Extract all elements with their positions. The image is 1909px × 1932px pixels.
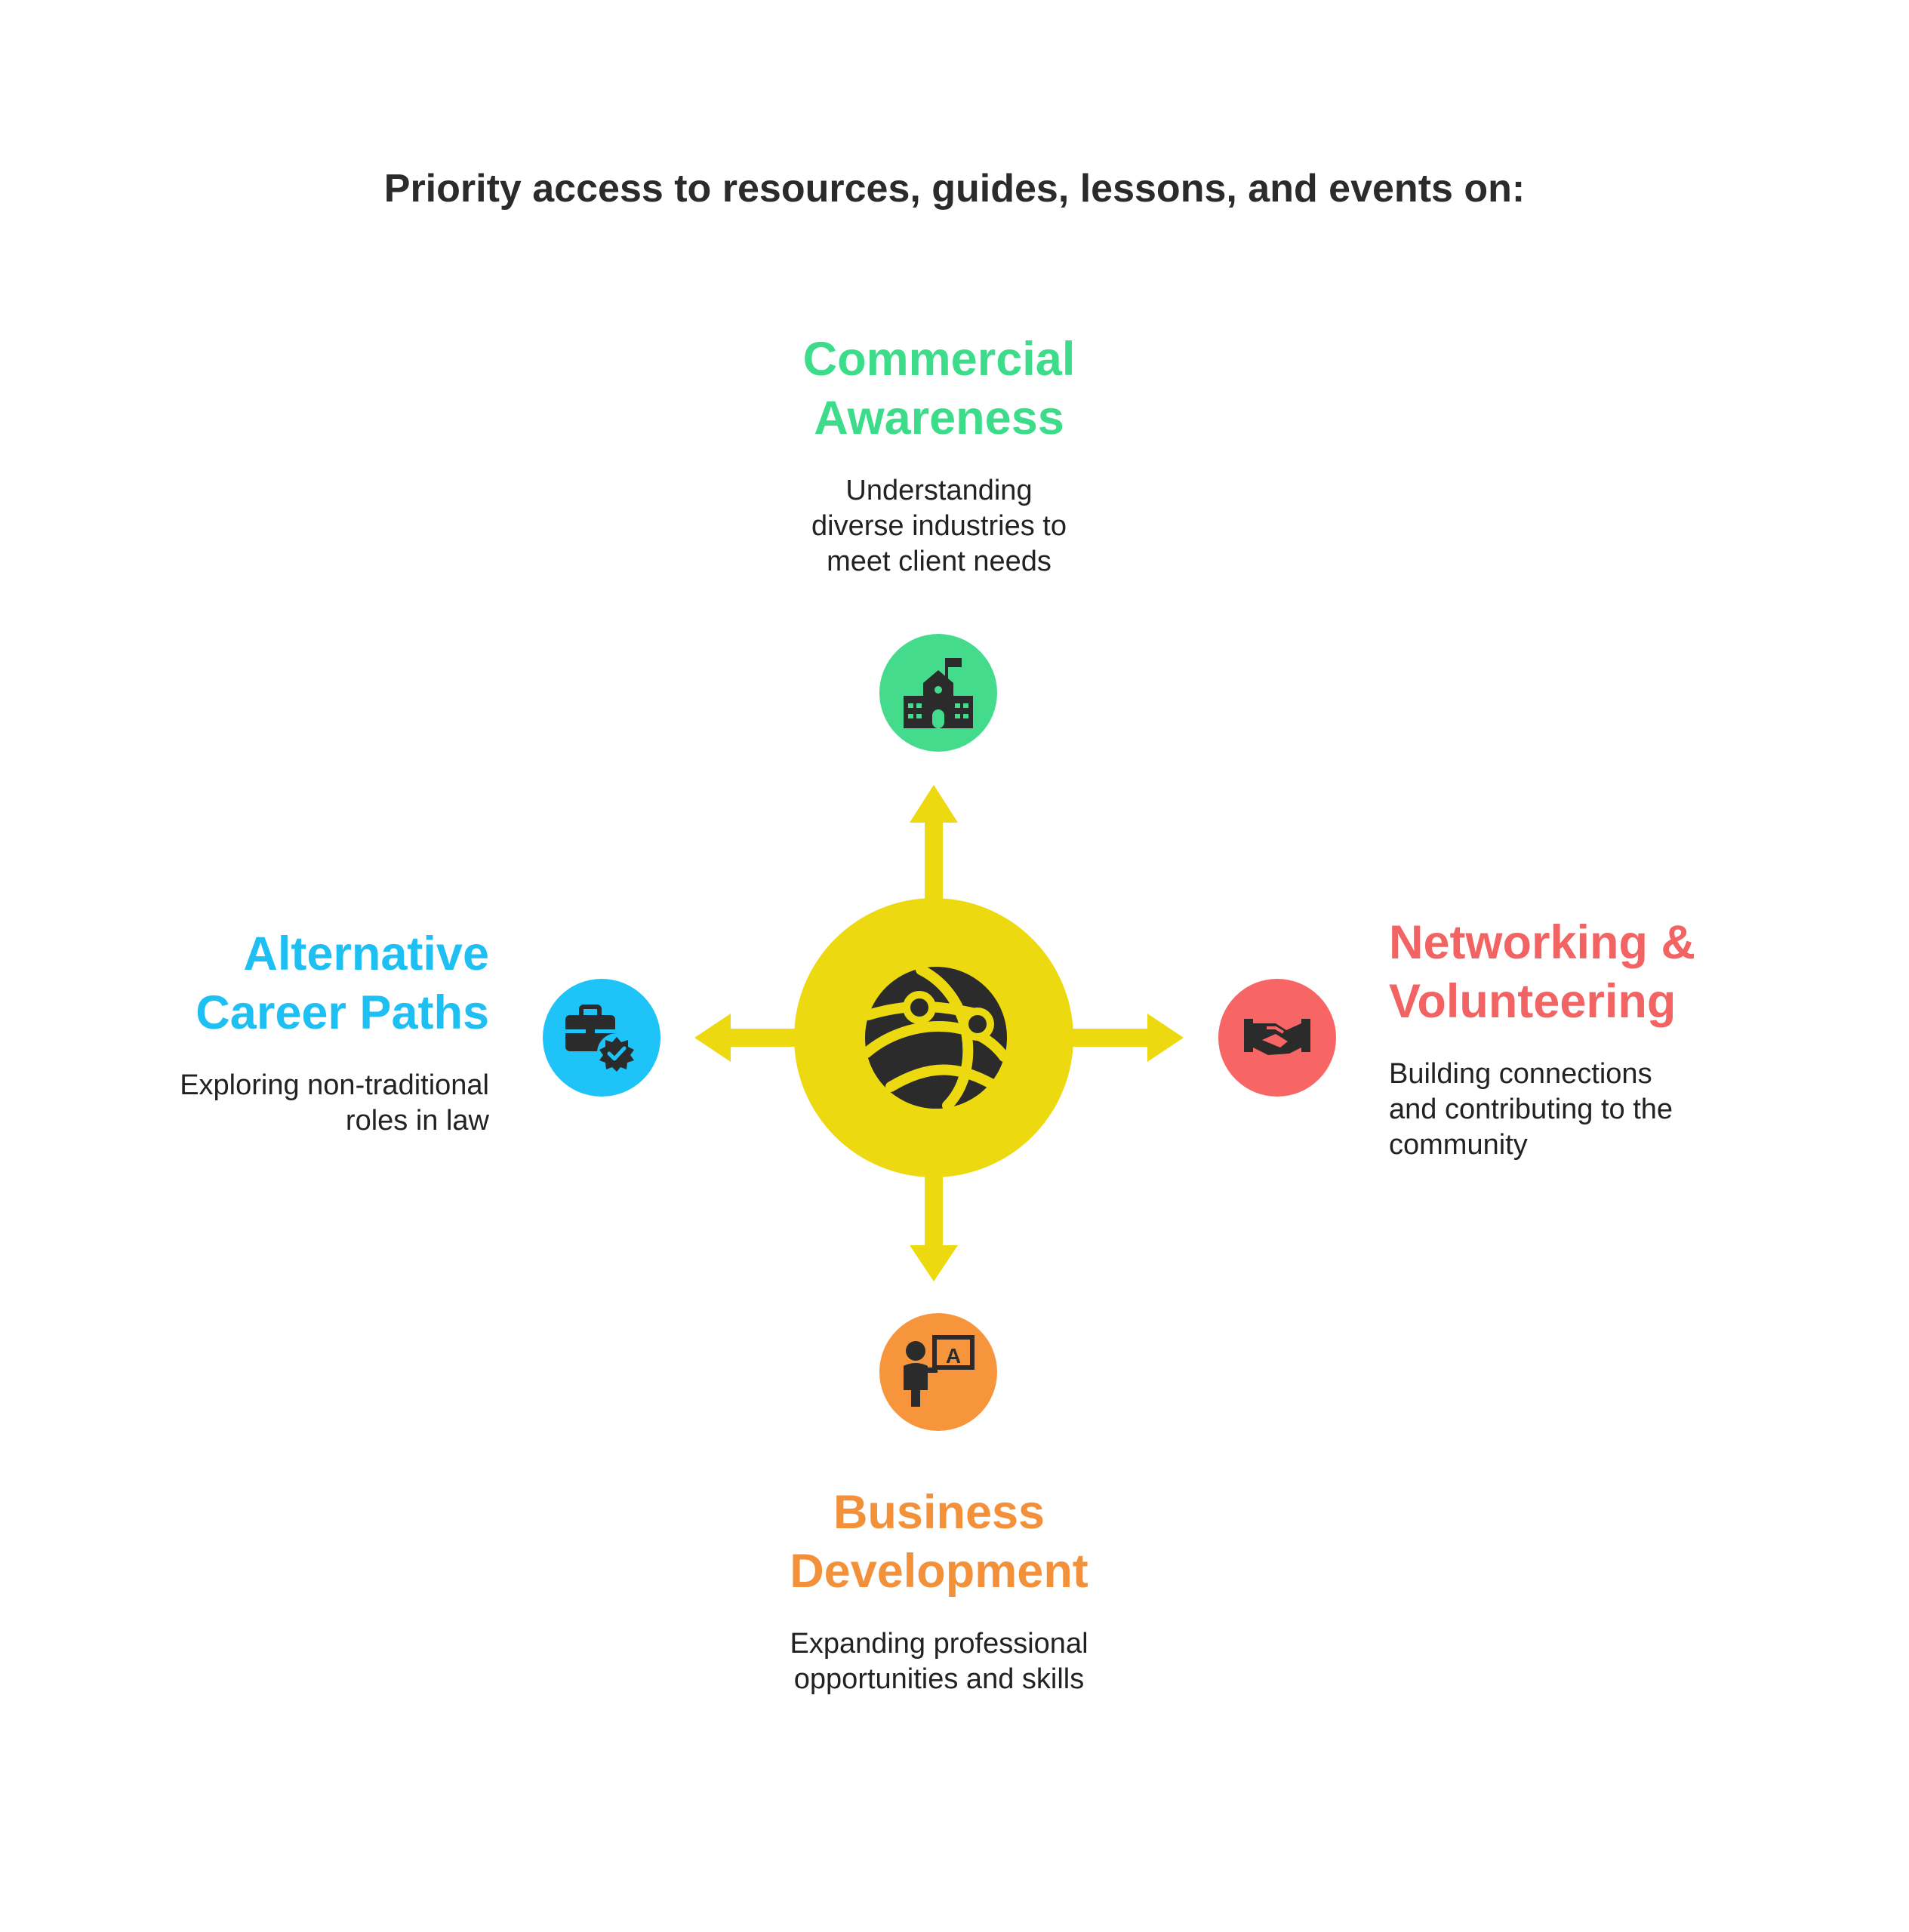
node-heading: Alternative Career Paths xyxy=(106,924,489,1042)
heading-line: Volunteering xyxy=(1389,975,1677,1028)
description-line: Building connections xyxy=(1389,1058,1652,1090)
globe-network-icon xyxy=(861,964,1009,1111)
description-line: Expanding professional xyxy=(790,1628,1088,1660)
heading-line: Business xyxy=(833,1486,1045,1539)
node-alternative-career-paths: Alternative Career Paths Exploring non-t… xyxy=(106,924,489,1139)
teacher-whiteboard-icon: A xyxy=(904,1335,975,1407)
description-line: Understanding xyxy=(845,475,1033,506)
heading-line: Awareness xyxy=(814,392,1064,445)
node-heading: Commercial Awareness xyxy=(728,330,1150,448)
node-description: Building connections and contributing to… xyxy=(1389,1057,1812,1163)
description-line: Exploring non-traditional xyxy=(180,1069,489,1101)
heading-line: Career Paths xyxy=(196,986,489,1039)
heading-line: Commercial xyxy=(802,333,1076,386)
description-line: community xyxy=(1389,1129,1528,1161)
node-bottom-circle xyxy=(879,1313,997,1431)
node-commercial-awareness: Commercial Awareness Understanding diver… xyxy=(728,330,1150,580)
node-heading: Networking & Volunteering xyxy=(1389,913,1812,1031)
school-building-icon xyxy=(904,658,973,728)
arrow-right xyxy=(1064,1014,1184,1062)
briefcase-badge-icon xyxy=(565,1004,636,1072)
node-description: Expanding professional opportunities and… xyxy=(728,1626,1150,1697)
heading-line: Networking & xyxy=(1389,916,1696,969)
arrow-down xyxy=(910,1162,958,1281)
description-line: roles in law xyxy=(345,1105,489,1137)
node-description: Understanding diverse industries to meet… xyxy=(728,473,1150,580)
node-business-development: Business Development Expanding professio… xyxy=(728,1483,1150,1697)
page-title: Priority access to resources, guides, le… xyxy=(383,167,1526,211)
description-line: diverse industries to xyxy=(811,510,1067,542)
heading-line: Alternative xyxy=(243,928,489,980)
node-description: Exploring non-traditional roles in law xyxy=(106,1068,489,1139)
heading-line: Development xyxy=(790,1545,1088,1598)
node-networking-volunteering: Networking & Volunteering Building conne… xyxy=(1389,913,1812,1163)
description-line: meet client needs xyxy=(827,546,1051,577)
handshake-icon xyxy=(1244,1019,1310,1055)
node-heading: Business Development xyxy=(728,1483,1150,1601)
description-line: opportunities and skills xyxy=(793,1663,1085,1695)
description-line: and contributing to the xyxy=(1389,1094,1673,1125)
svg-text:A: A xyxy=(946,1344,961,1367)
